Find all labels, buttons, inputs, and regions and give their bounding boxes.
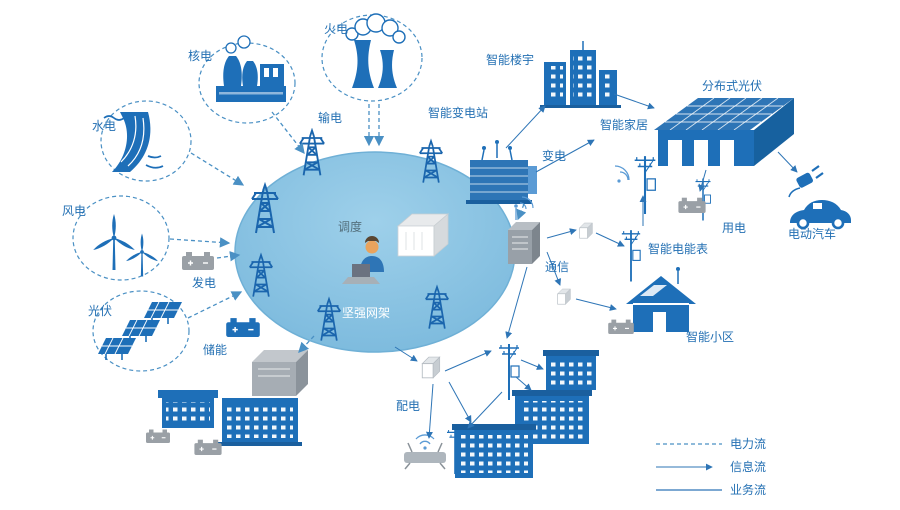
label-transmission: 输电 [318, 110, 342, 125]
legend: 电力流 信息流 业务流 [656, 437, 766, 497]
relay-cube-icon [557, 288, 571, 305]
distributed-pv-factory-icon [654, 97, 794, 166]
label-pv: 光伏 [88, 304, 112, 318]
building-left-2 [218, 398, 302, 446]
relay-cube-icon [579, 222, 593, 239]
label-smart-community: 智能小区 [686, 329, 734, 344]
label-distributed-pv: 分布式光伏 [702, 79, 762, 93]
label-ev: 电动汽车 [788, 226, 836, 241]
label-thermal: 火电 [324, 22, 348, 36]
label-distribution: 配电 [396, 399, 420, 413]
thermal-power-icon [345, 13, 406, 88]
hydro-power-node [100, 100, 192, 182]
labels: 火电 核电 水电 风电 光伏 输电 智能变电站 智能楼宇 智能家居 分布式光伏 … [62, 22, 836, 413]
label-substation: 变电 [542, 148, 566, 163]
label-dispatch: 调度 [338, 219, 362, 234]
label-generation: 发电 [192, 275, 216, 290]
communication-cabinet-icon [508, 196, 540, 264]
solar-pv-icon [98, 301, 182, 360]
smart-substation-icon [466, 140, 537, 204]
thermal-power-node [321, 13, 423, 102]
building-mid-3 [543, 350, 599, 390]
storage-box-icon [252, 350, 308, 396]
generation-battery-icon [182, 251, 214, 270]
label-wind: 风电 [62, 204, 86, 218]
building-mid-1 [452, 424, 536, 478]
label-smart-building: 智能楼宇 [486, 52, 534, 67]
legend-label-power-flow: 电力流 [730, 437, 766, 451]
label-nuclear: 核电 [188, 49, 212, 63]
wind-power-node [72, 195, 170, 281]
building-left-1 [158, 390, 218, 428]
smart-meter-pole-icon [620, 229, 642, 282]
label-smart-meter: 智能电能表 [648, 241, 708, 256]
nuclear-power-icon [216, 35, 286, 102]
smart-building-icon [540, 41, 621, 108]
label-smart-substation: 智能变电站 [428, 105, 488, 120]
power-use-battery-icon [678, 197, 706, 213]
info-flow-arrows [394, 93, 798, 439]
dispatch-center-building-icon [396, 213, 450, 257]
distribution-cube-icon [421, 356, 441, 379]
hydro-power-icon [103, 112, 164, 172]
smart-home-pole-icon [614, 155, 657, 214]
label-power-use: 用电 [722, 221, 746, 235]
label-storage: 储能 [203, 342, 227, 357]
power-flow-arrows [169, 104, 527, 353]
label-communication: 通信 [545, 260, 569, 274]
label-hydro: 水电 [92, 119, 116, 133]
nuclear-power-node [198, 35, 296, 124]
label-strong-grid: 坚强网架 [342, 306, 390, 320]
legend-label-business-flow: 业务流 [730, 482, 766, 497]
dispatcher-icon [342, 236, 384, 284]
wind-turbine-icon [125, 233, 159, 277]
legend-label-info-flow: 信息流 [730, 459, 766, 474]
solar-pv-node [92, 290, 190, 372]
small-battery-icon [194, 439, 222, 455]
small-battery-icon [146, 428, 170, 443]
ev-icon [788, 165, 851, 230]
label-smart-home: 智能家居 [600, 117, 648, 132]
storage-battery-icon [226, 317, 260, 337]
router-icon [404, 434, 446, 470]
smart-community-house-icon [626, 267, 696, 332]
community-battery-icon [608, 319, 634, 334]
wind-turbine-icon [92, 214, 136, 270]
